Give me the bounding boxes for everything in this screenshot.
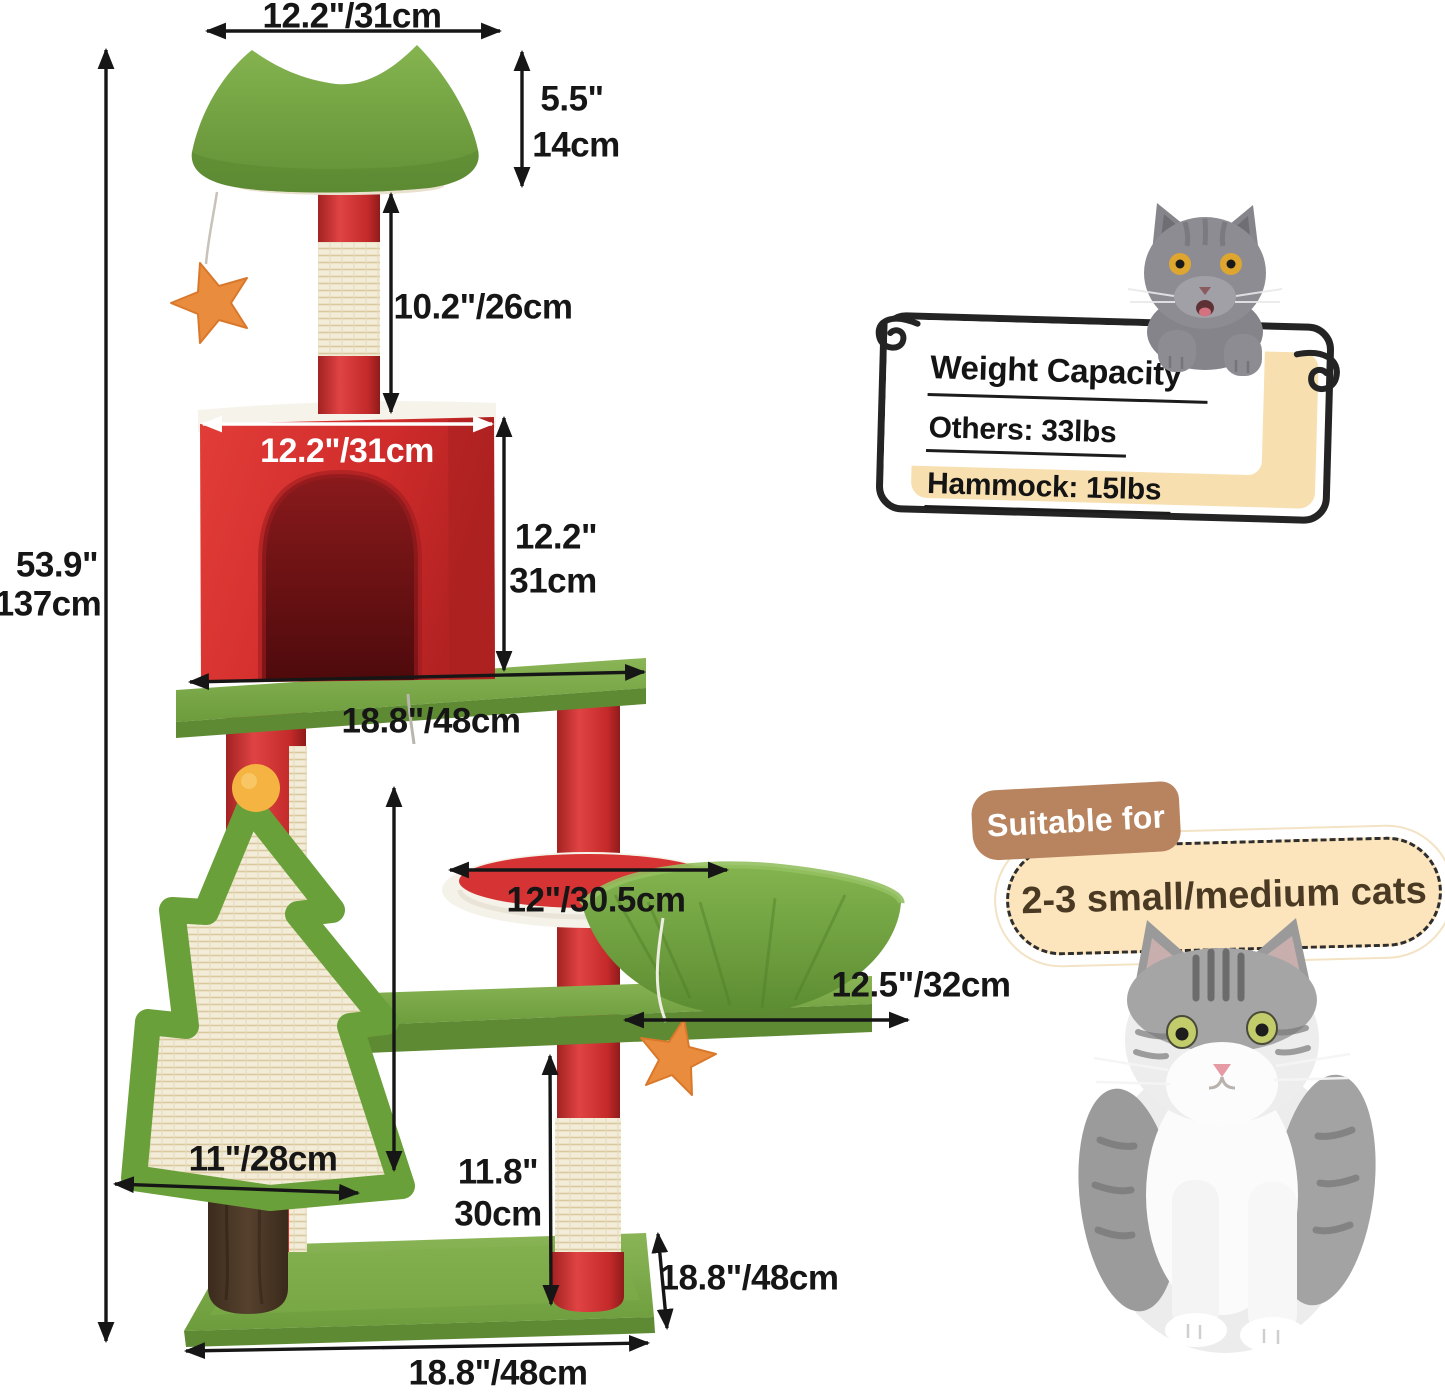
curl-right-icon — [1293, 350, 1340, 393]
tabby-cat-illustration — [1078, 918, 1376, 1353]
label-hammock-width: 12.5"/32cm — [831, 965, 1011, 1005]
label-lower-post-height-in: 11.8" — [457, 1152, 539, 1192]
label-base-width: 18.8"/48cm — [408, 1353, 588, 1393]
arrow-tree-width — [112, 1176, 361, 1201]
condo-house — [198, 401, 496, 683]
top-perch — [191, 45, 479, 195]
curl-left-icon — [875, 315, 921, 351]
hanging-star-lower — [640, 917, 717, 1096]
label-condo-width: 12.2"/31cm — [260, 432, 434, 471]
label-lower-post-height-cm: 30cm — [454, 1194, 542, 1234]
label-condo-platform-width: 18.8"/48cm — [341, 701, 521, 741]
label-round-perch-width: 12"/30.5cm — [506, 880, 686, 920]
label-condo-height-in: 12.2" — [514, 517, 598, 557]
arrow-lower-post-height — [541, 1053, 560, 1307]
toy-string — [406, 693, 416, 745]
label-tree-width: 11"/28cm — [188, 1139, 338, 1179]
arrow-base-depth — [651, 1231, 674, 1331]
label-total-height-in: 53.9" — [15, 545, 99, 585]
label-condo-height-cm: 31cm — [509, 561, 597, 601]
arrow-base-width — [183, 1334, 651, 1360]
upper-post — [318, 186, 380, 414]
label-base-depth: 18.8"/48cm — [659, 1258, 839, 1298]
label-top-perch-height-in: 5.5" — [540, 79, 604, 119]
label-top-perch-width: 12.2"/31cm — [262, 0, 442, 36]
label-top-perch-height-cm: 14cm — [532, 125, 620, 165]
arrow-condo-platform-width — [187, 663, 647, 691]
hammock — [579, 861, 905, 1015]
label-total-height-cm: 137cm — [0, 584, 102, 624]
weight-capacity-board: Weight Capacity Others: 33lbs Hammock: 1… — [875, 311, 1340, 525]
label-upper-post-height: 10.2"/26cm — [393, 287, 573, 327]
hanging-star-upper — [170, 191, 248, 344]
gray-cat-illustration — [1127, 203, 1283, 376]
condo-entrance — [262, 474, 418, 681]
